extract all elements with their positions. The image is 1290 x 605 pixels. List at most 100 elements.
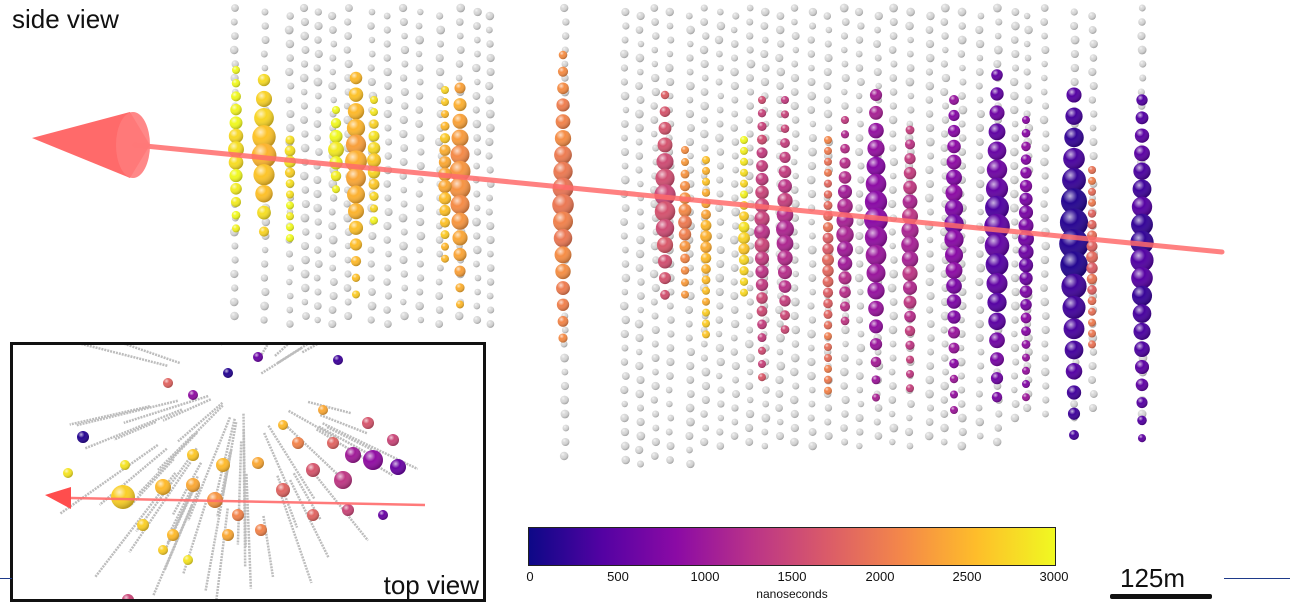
- unhit-dom-shade: [975, 25, 984, 35]
- unhit-dom-shade: [889, 311, 898, 321]
- hit-dom-shade: [681, 146, 689, 154]
- unhit-dom-shade: [777, 40, 785, 48]
- muon-track: [32, 112, 1225, 255]
- unhit-dom-shade: [620, 232, 628, 240]
- unhit-dom-shade: [874, 26, 881, 34]
- unhit-dom-shade: [474, 36, 481, 44]
- hit-dom-shade: [824, 375, 832, 384]
- inset-hit-dom-shade: [188, 390, 198, 400]
- hit-dom-shade: [987, 292, 1007, 313]
- unhit-dom-shade: [959, 78, 967, 86]
- inset-hit-dom-shade: [327, 437, 339, 449]
- unhit-dom-shade: [384, 82, 392, 90]
- unhit-dom-shade: [976, 250, 984, 258]
- hit-dom-shade: [947, 124, 961, 138]
- hit-dom-shade: [556, 281, 570, 296]
- unhit-dom-shade: [486, 221, 495, 231]
- hit-dom-shade: [822, 253, 834, 266]
- hit-dom-shade: [659, 106, 671, 117]
- unhit-dom-shade: [302, 228, 310, 236]
- hit-dom-shade: [867, 282, 885, 300]
- unhit-dom-shade: [925, 81, 935, 91]
- unhit-dom-shade: [686, 25, 695, 35]
- unhit-dom-shade: [384, 194, 392, 202]
- hit-dom-shade: [985, 195, 1009, 220]
- track-direction-arrow-icon: [45, 487, 71, 509]
- unhit-dom-shade: [560, 395, 569, 405]
- hit-dom-shade: [824, 386, 832, 395]
- unhit-dom-shade: [636, 417, 645, 427]
- unhit-dom-shade: [1011, 386, 1018, 394]
- unhit-dom-shade: [854, 7, 864, 17]
- hit-dom-shade: [702, 156, 710, 164]
- unhit-dom-shade: [776, 418, 784, 426]
- inset-dom-string: [236, 441, 243, 545]
- unhit-dom-shade: [994, 424, 1003, 432]
- unhit-dom-shade: [888, 186, 897, 194]
- unhit-dom-shade: [700, 59, 709, 69]
- hit-dom-shade: [332, 106, 340, 114]
- unhit-dom-shade: [715, 316, 723, 324]
- unhit-dom-shade: [808, 274, 817, 282]
- hit-dom-shade: [776, 235, 794, 252]
- unhit-dom-shade: [314, 218, 322, 226]
- hit-dom-shade: [1134, 128, 1150, 143]
- unhit-dom-shade: [560, 3, 569, 13]
- unhit-dom-shade: [328, 11, 337, 21]
- unhit-dom-shade: [958, 134, 967, 142]
- slide-divider-line: [1224, 578, 1290, 579]
- unhit-dom-shade: [855, 231, 864, 241]
- unhit-dom-shade: [776, 361, 786, 371]
- hit-dom-shade: [824, 179, 832, 188]
- unhit-dom-shade: [717, 400, 725, 408]
- unhit-dom-shade: [314, 21, 323, 31]
- unhit-dom-shade: [958, 92, 966, 100]
- unhit-dom-shade: [636, 404, 645, 412]
- hit-dom-shade: [822, 265, 834, 277]
- unhit-dom-shade: [383, 40, 391, 48]
- unhit-dom-shade: [1041, 74, 1048, 82]
- hit-dom-shade: [779, 295, 791, 307]
- hit-dom-shade: [554, 130, 572, 147]
- hit-dom-shade: [824, 146, 832, 155]
- hit-dom-shade: [838, 171, 852, 184]
- hit-dom-shade: [701, 209, 711, 220]
- unhit-dom-shade: [637, 40, 645, 48]
- unhit-dom-shade: [665, 428, 673, 436]
- unhit-dom-shade: [1010, 301, 1020, 311]
- unhit-dom-shade: [717, 386, 725, 394]
- unhit-dom-shade: [975, 179, 985, 189]
- unhit-dom-shade: [841, 18, 850, 26]
- hit-dom-shade: [1088, 198, 1096, 207]
- unhit-dom-shade: [940, 87, 949, 97]
- hit-dom-shade: [757, 121, 767, 131]
- unhit-dom-shade: [975, 82, 983, 90]
- unhit-dom-shade: [940, 297, 949, 307]
- unhit-dom-shade: [313, 189, 322, 199]
- unhit-dom-shade: [301, 186, 310, 194]
- inset-hit-dom-shade: [155, 479, 171, 495]
- unhit-dom-shade: [231, 284, 239, 292]
- unhit-dom-shade: [635, 26, 644, 34]
- unhit-dom-shade: [1088, 12, 1096, 20]
- unhit-dom-shade: [635, 445, 644, 455]
- inset-dom-string: [326, 426, 374, 452]
- unhit-dom-shade: [730, 306, 739, 314]
- unhit-dom-shade: [957, 35, 967, 45]
- unhit-dom-shade: [993, 59, 1002, 69]
- unhit-dom-shade: [889, 130, 897, 138]
- unhit-dom-shade: [635, 53, 645, 63]
- hit-dom-shade: [1087, 209, 1097, 218]
- unhit-dom-shade: [621, 162, 629, 170]
- unhit-dom-shade: [368, 36, 376, 44]
- unhit-dom-shade: [485, 81, 494, 91]
- unhit-dom-shade: [825, 124, 833, 132]
- unhit-dom-shade: [715, 343, 725, 353]
- unhit-dom-shade: [398, 3, 408, 13]
- unhit-dom-shade: [992, 437, 1002, 447]
- unhit-dom-shade: [824, 40, 832, 48]
- unhit-dom-shade: [854, 245, 864, 255]
- hit-dom-shade: [984, 213, 1010, 240]
- unhit-dom-shade: [1023, 68, 1031, 76]
- hit-dom-shade: [1131, 213, 1153, 236]
